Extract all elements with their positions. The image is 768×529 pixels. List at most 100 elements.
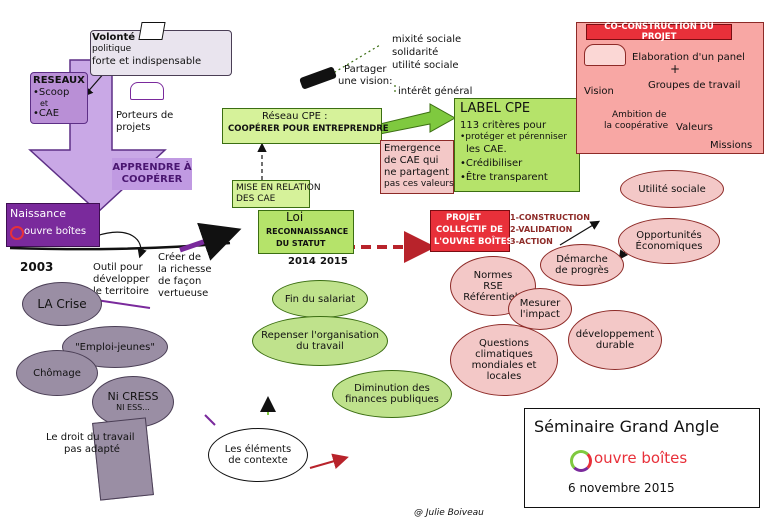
mesurer-cloud: Mesurer l'impact	[508, 288, 572, 330]
label-cpe-body-2: •protéger et pérenniser	[460, 132, 567, 142]
cc-valeurs: Valeurs	[676, 122, 713, 133]
questions-cloud: Questions climatiques mondiales et local…	[450, 324, 558, 396]
loi-title: Loi	[286, 210, 304, 224]
droit-line-2: pas adapté	[64, 444, 120, 455]
label-cpe-body-5: •Être transparent	[460, 172, 548, 183]
questions-line-1: Questions	[479, 338, 529, 349]
reseaux-et: et	[40, 99, 49, 108]
questions-line-3: mondiales et	[471, 360, 537, 371]
cc-missions: Missions	[710, 140, 753, 151]
outil-line-3: le territoire	[93, 286, 149, 297]
demarche-cloud: Démarche de progrès	[540, 244, 624, 286]
panel-people-icon	[584, 44, 626, 66]
mise-line-2: DES CAE	[236, 194, 276, 204]
cc-ambition-2: la coopérative	[604, 121, 669, 131]
creer-line-3: de façon	[158, 276, 202, 287]
brand-logo-icon	[10, 226, 24, 240]
seminaire-title: Séminaire Grand Angle	[534, 417, 720, 436]
seminaire-date: 6 novembre 2015	[568, 481, 675, 495]
elements-line-2: de contexte	[228, 455, 288, 466]
cc-ambition-1: Ambition de	[612, 110, 667, 120]
creer-line-1: Créer de	[158, 252, 201, 263]
repenser-line-1: Repenser l'organisation	[261, 330, 379, 341]
mise-line-1: MISE EN RELATION	[236, 183, 321, 193]
normes-line-3: Référentiels	[463, 291, 523, 303]
label-cpe-title: LABEL CPE	[460, 101, 531, 116]
projet-line-3: L'OUVRE BOÎTES	[434, 237, 513, 247]
mesurer-line-1: Mesurer	[519, 298, 561, 309]
droit-travail-paper	[92, 417, 154, 501]
naissance-brand: ouvre boîtes	[24, 226, 87, 237]
vision-item-3: utilité sociale	[392, 60, 459, 71]
projet-step-1: 1-CONSTRUCTION	[510, 213, 590, 222]
emergence-line-1: Emergence	[384, 143, 441, 154]
emergence-line-3: ne partagent	[384, 167, 450, 178]
partager-line-2: une vision:	[338, 76, 393, 87]
vision-item-4: intérêt général	[398, 86, 473, 97]
cc-groupes: Groupes de travail	[648, 80, 741, 91]
cc-vision: Vision	[584, 86, 614, 97]
developpement-cloud: développement durable	[568, 310, 662, 370]
volonte-line-2: politique	[92, 44, 132, 54]
elements-line-1: Les éléments	[224, 444, 292, 455]
elements-cloud: Les éléments de contexte	[208, 428, 308, 482]
opportunites-cloud: Opportunités Économiques	[618, 218, 720, 264]
people-icon	[130, 82, 164, 100]
la-crise-label: LA Crise	[37, 296, 87, 311]
cc-plus: +	[670, 62, 681, 76]
porteurs-line-1: Porteurs de	[116, 110, 174, 121]
mesurer-line-2: l'impact	[520, 309, 560, 320]
reseau-cpe-subtitle: COOPÉRER POUR ENTREPRENDRE	[228, 124, 389, 134]
utilite-label: Utilité sociale	[638, 183, 706, 195]
ni-cress-line-2: NI ESS...	[116, 403, 150, 412]
timeline-arrow-purple	[179, 222, 242, 261]
label-cpe-body-1: 113 critères pour	[460, 120, 547, 131]
projet-line-1: PROJET	[446, 213, 481, 223]
label-cpe-body-4: •Crédibiliser	[460, 158, 523, 169]
fin-salariat-label: Fin du salariat	[284, 293, 356, 305]
partager-line-1: Partager	[344, 64, 387, 75]
label-cpe-box	[454, 98, 580, 192]
emergence-box	[380, 140, 454, 194]
green-arrow	[379, 103, 457, 135]
questions-line-2: climatiques	[475, 349, 533, 360]
coconstruction-title: CO-CONSTRUCTION DU PROJET	[586, 22, 732, 42]
reseaux-box	[30, 72, 88, 124]
developpement-line-2: durable	[595, 340, 635, 351]
apprendre-tag: APPRENDRE À COOPÉRER	[112, 158, 192, 190]
diminution-line-1: Diminution des	[354, 383, 430, 394]
vision-item-2: solidarité	[392, 47, 439, 58]
cc-elaboration: Elaboration d'un panel	[632, 52, 745, 63]
projet-step-3: 3-ACTION	[510, 237, 553, 246]
projet-collectif-box	[430, 210, 510, 252]
signature: @ Julie Boiveau	[414, 508, 484, 518]
reseaux-title: RESEAUX	[33, 75, 85, 86]
developpement-line-1: développement	[575, 329, 655, 340]
year-2014: 2014	[288, 256, 316, 267]
creer-line-4: vertueuse	[158, 288, 209, 299]
emergence-line-4: pas ces valeurs	[384, 179, 454, 189]
porteurs-line-2: projets	[116, 122, 151, 133]
demarche-line-2: de progrès	[555, 265, 609, 276]
ni-cress-line-1: Ni CRESS	[107, 390, 159, 403]
utilite-cloud: Utilité sociale	[620, 170, 724, 208]
normes-cloud: Normes RSE Référentiels	[450, 256, 536, 316]
seminaire-box	[524, 408, 760, 508]
naissance-box	[6, 203, 100, 247]
year-2015: 2015	[320, 256, 348, 267]
outil-line-1: Outil pour	[93, 262, 143, 273]
normes-line-2: RSE	[483, 280, 503, 292]
volonte-line-3: forte et indispensable	[92, 56, 202, 67]
reseaux-scoop: •Scoop	[33, 87, 70, 98]
diminution-line-2: finances publiques	[345, 394, 439, 405]
creer-line-2: la richesse	[158, 264, 212, 275]
volonte-line-1: Volonté	[92, 32, 136, 43]
mise-en-relation-box	[232, 180, 310, 208]
normes-line-1: Normes	[473, 269, 513, 281]
ballot-box-icon	[138, 22, 166, 40]
loi-box	[258, 210, 354, 254]
emergence-line-2: de CAE qui	[384, 155, 439, 166]
opportunites-line-1: Opportunités	[636, 230, 702, 241]
vision-item-1: mixité sociale	[392, 34, 462, 45]
repenser-line-2: du travail	[296, 341, 344, 352]
